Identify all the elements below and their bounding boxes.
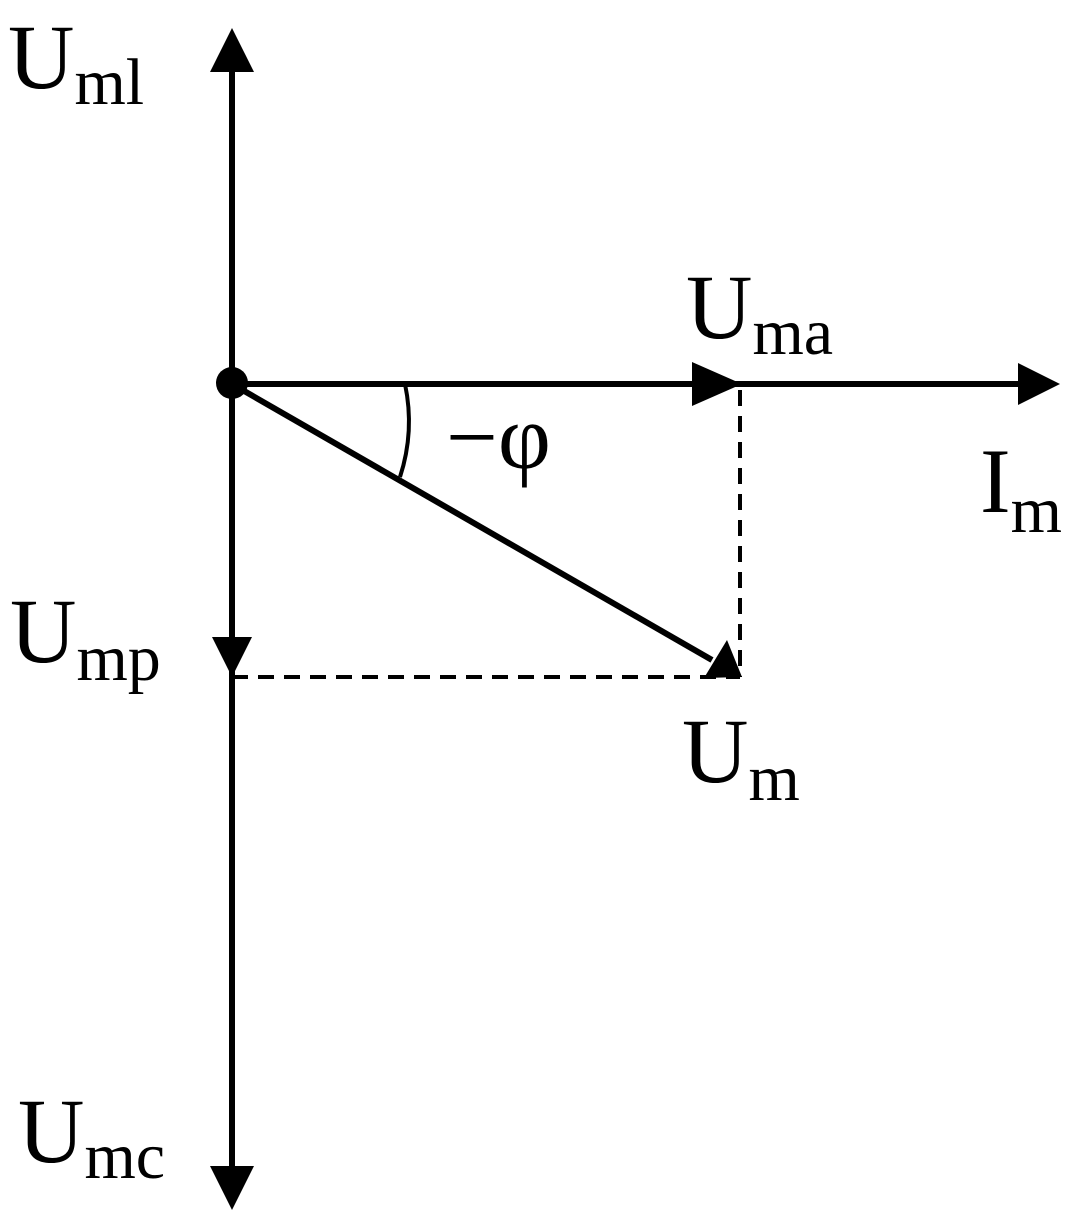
arrowhead-u-m [704, 640, 742, 678]
label-phase-angle: −φ [446, 386, 551, 488]
arrowhead-i-m [1018, 363, 1060, 405]
label-u-mc: Umc [18, 1080, 165, 1193]
phase-angle-arc [398, 383, 411, 478]
arrowhead-u-ma [692, 362, 742, 406]
origin-dot [216, 367, 248, 399]
arrowhead-down-u-mc [210, 1166, 254, 1210]
phasor-u-m [230, 381, 714, 663]
label-u-ml: Uml [8, 6, 144, 119]
arrowhead-up-u-ml [210, 28, 254, 72]
label-u-mp: Ump [10, 580, 161, 695]
label-u-m: Um [682, 700, 800, 815]
arrowhead-down-u-mp [212, 637, 252, 677]
label-u-ma: Uma [686, 256, 833, 369]
label-i-m: Im [980, 430, 1062, 547]
